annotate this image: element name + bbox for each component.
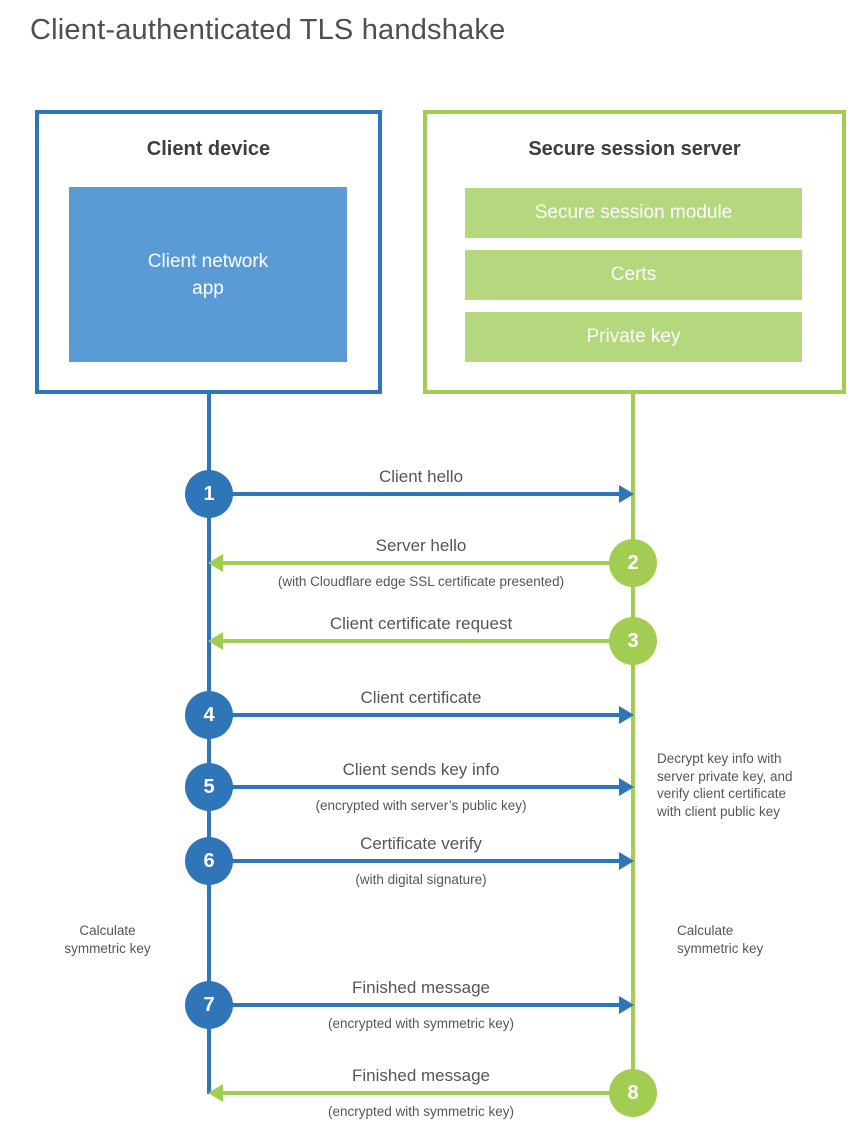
server-module-secure-session: Secure session module [465, 188, 802, 238]
server-module-private-key: Private key [465, 312, 802, 362]
client-calc-symmetric-key-note: Calculate symmetric key [40, 922, 175, 958]
arrow-right-icon [619, 706, 634, 724]
arrow-line [209, 785, 620, 789]
handshake-step-7: Finished message (encrypted with symmetr… [185, 965, 634, 1045]
arrow-line [222, 639, 633, 643]
step-number-badge: 4 [185, 691, 233, 739]
arrow-line [209, 1003, 620, 1007]
arrow-right-icon [619, 485, 634, 503]
handshake-step-8: Finished message (encrypted with symmetr… [208, 1053, 657, 1133]
arrow-line [222, 561, 633, 565]
step-number-badge: 8 [609, 1069, 657, 1117]
step-number-badge: 5 [185, 763, 233, 811]
note-line: Decrypt key info with [657, 751, 782, 766]
step-number-badge: 3 [609, 617, 657, 665]
arrow-left-icon [208, 554, 223, 572]
server-decrypt-note: Decrypt key info with server private key… [657, 750, 865, 820]
step-label: Client sends key info [342, 760, 500, 779]
server-lifeline [631, 394, 635, 1093]
client-app-label-line1: Client network [147, 250, 269, 272]
step-label: Client hello [378, 467, 464, 486]
note-line: symmetric key [677, 941, 764, 956]
client-device-heading: Client device [146, 138, 271, 160]
client-network-app-box: Client network app [69, 187, 347, 362]
note-line: verify client certificate [657, 786, 787, 801]
note-line: server private key, and [657, 768, 793, 784]
step-number-badge: 6 [185, 837, 233, 885]
arrow-right-icon [619, 996, 634, 1014]
arrow-left-icon [208, 1084, 223, 1102]
step-sublabel: (with Cloudflare edge SSL certificate pr… [277, 574, 565, 589]
note-line: Calculate [79, 923, 136, 938]
handshake-step-2: Server hello (with Cloudflare edge SSL c… [208, 523, 657, 603]
server-module-certs: Certs [465, 250, 802, 300]
step-sublabel: (encrypted with symmetric key) [327, 1016, 515, 1031]
step-number-badge: 7 [185, 981, 233, 1029]
step-label: Finished message [352, 1066, 490, 1085]
arrow-right-icon [619, 778, 634, 796]
handshake-step-3: Client certificate request 3 [208, 601, 657, 681]
client-app-label-line2: app [192, 277, 224, 299]
step-label: Client certificate [360, 688, 482, 707]
server-heading: Secure session server [528, 138, 741, 160]
page-title: Client-authenticated TLS handshake [30, 14, 506, 46]
arrow-right-icon [619, 852, 634, 870]
note-line: Calculate [677, 923, 734, 938]
secure-session-server-box: Secure session server Secure session mod… [423, 110, 846, 394]
arrow-line [209, 492, 620, 496]
note-line: with client public key [657, 803, 781, 819]
arrow-line [222, 1091, 633, 1095]
client-lifeline [207, 394, 211, 1094]
server-calc-symmetric-key-note: Calculate symmetric key [677, 922, 822, 958]
step-label: Client certificate request [329, 614, 513, 633]
client-device-box: Client device Client network app [35, 110, 382, 394]
step-label: Server hello [375, 536, 467, 555]
step-sublabel: (encrypted with symmetric key) [327, 1104, 515, 1119]
step-number-badge: 2 [609, 539, 657, 587]
step-sublabel: (encrypted with server’s public key) [315, 798, 527, 813]
handshake-step-1: Client hello 1 [185, 454, 634, 534]
handshake-step-5: Client sends key info (encrypted with se… [185, 747, 634, 827]
handshake-step-6: Certificate verify (with digital signatu… [185, 821, 634, 901]
note-line: symmetric key [64, 941, 151, 956]
arrow-left-icon [208, 632, 223, 650]
step-label: Finished message [352, 978, 490, 997]
step-sublabel: (with digital signature) [355, 872, 487, 887]
step-label: Certificate verify [360, 834, 482, 853]
arrow-line [209, 713, 620, 717]
arrow-line [209, 859, 620, 863]
step-number-badge: 1 [185, 470, 233, 518]
handshake-step-4: Client certificate 4 [185, 675, 634, 755]
